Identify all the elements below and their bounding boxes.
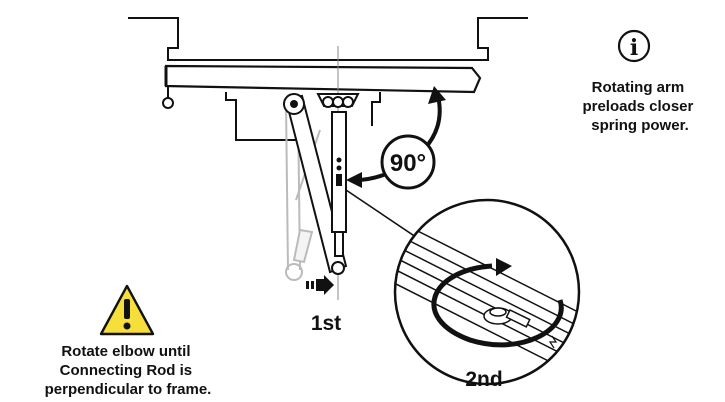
info-note-line: spring power.	[591, 117, 689, 134]
hinge-pivot	[162, 86, 174, 109]
rotation-arrowhead-top-icon	[428, 86, 446, 104]
closer-bracket	[225, 92, 381, 141]
door-frame	[128, 17, 528, 61]
info-note-text: Rotating arm preloads closer spring powe…	[582, 79, 697, 134]
angle-label: 90°	[390, 150, 426, 177]
door-leaf	[164, 64, 482, 94]
info-note-line: preloads closer	[582, 98, 693, 115]
warning-note-line: Connecting Rod is	[60, 362, 193, 379]
warning-note-line: perpendicular to frame.	[45, 381, 212, 398]
info-circle-icon: i	[617, 29, 651, 63]
step-2-label: 2nd	[465, 368, 502, 391]
pivot-cluster	[316, 93, 360, 108]
connecting-rod	[331, 111, 347, 275]
step-1-label: 1st	[311, 312, 341, 335]
ghost-arm-previous-position	[285, 103, 321, 281]
angle-badge	[380, 134, 436, 190]
warning-triangle-icon	[99, 284, 155, 336]
info-note-line: Rotating arm	[592, 79, 685, 96]
warning-note-line: Rotate elbow until	[61, 343, 190, 360]
rotation-arrowhead-left-icon	[346, 172, 362, 188]
warning-note-text: Rotate elbow until Connecting Rod is per…	[45, 343, 212, 398]
magnified-detail	[393, 198, 581, 386]
first-step-arrow-icon	[306, 275, 334, 295]
svg-text:i: i	[630, 35, 638, 61]
